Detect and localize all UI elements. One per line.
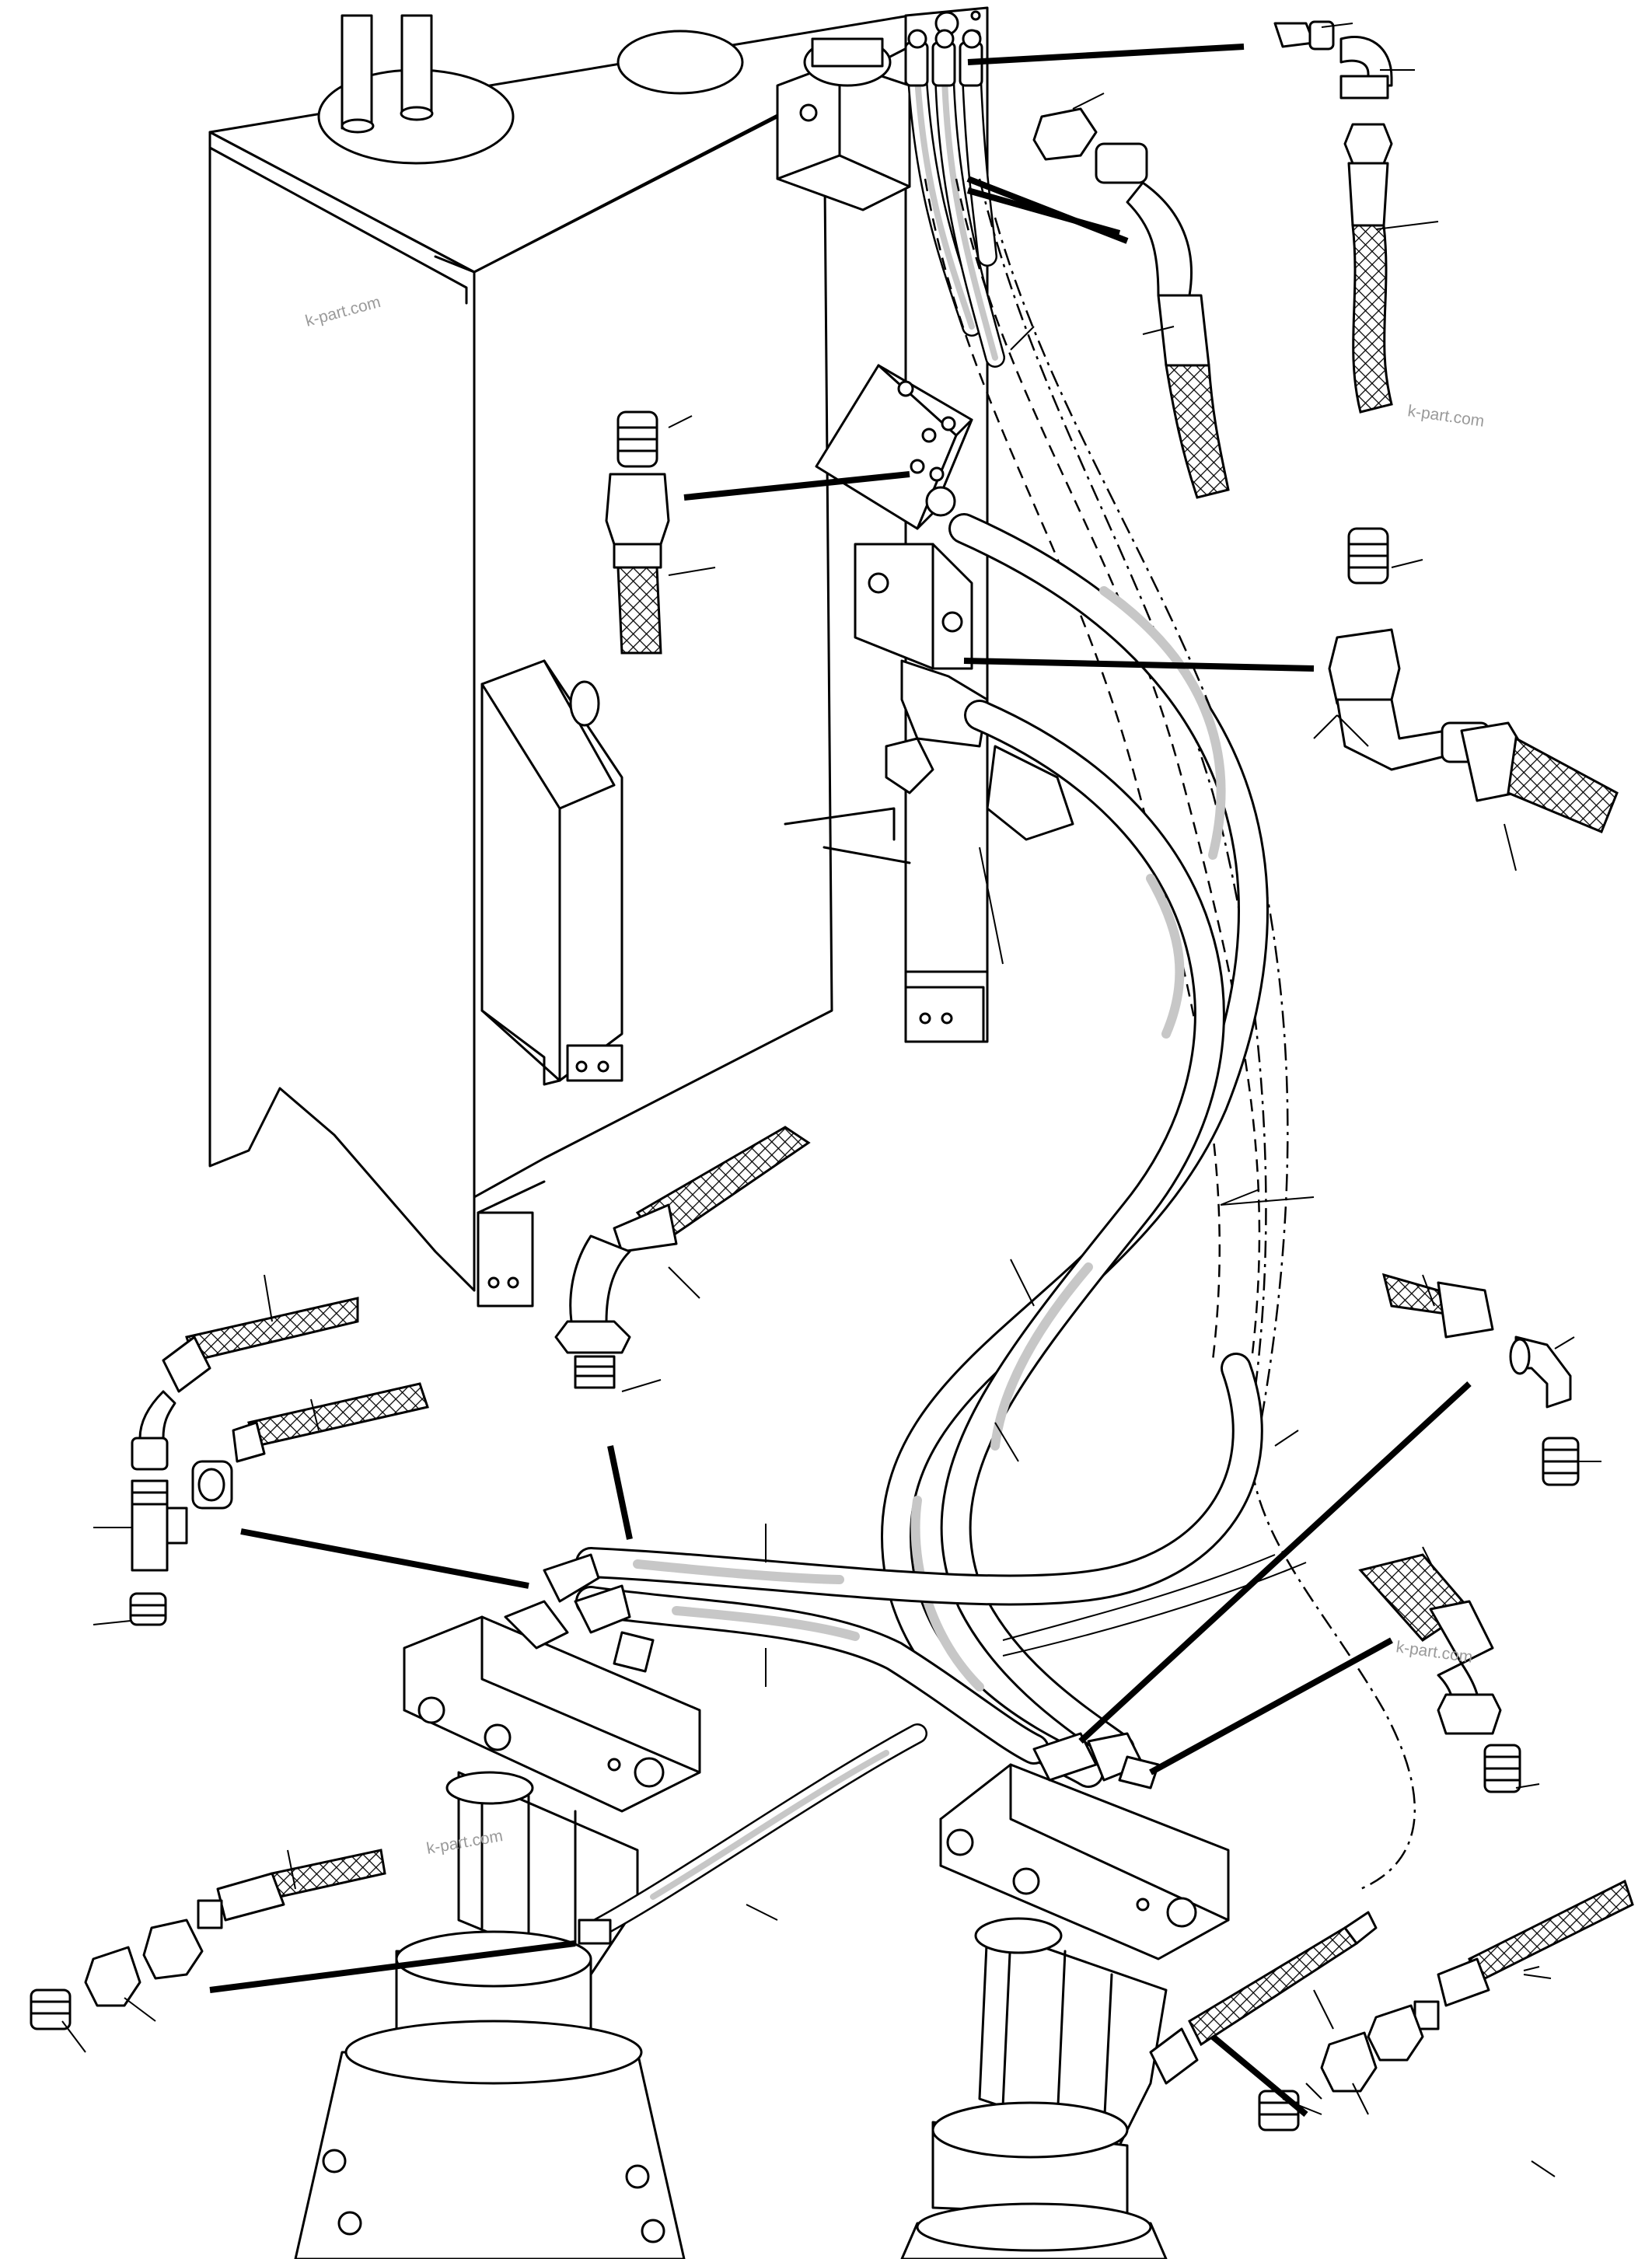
fitting-top-right [1273,20,1393,414]
upper-valve-block [815,364,973,530]
lower-valve-block [854,543,1074,841]
return-hose [575,1353,1263,1606]
fitting-right-mid [1328,527,1619,833]
pressure-switch-block [776,37,911,211]
fitting-top-center [1032,107,1230,499]
tank-cap [616,30,744,95]
fitting-bottom-right [1258,1879,1634,2132]
right-motor [900,1732,1378,2259]
tank-foot-right [477,1211,534,1308]
sight-gauge-box [480,659,623,1086]
fitting-right-lower [1358,1273,1580,1793]
pointer-lines [209,44,1472,2118]
filler-neck [317,14,515,165]
hydraulic-tank [208,14,911,1308]
fitting-left-mid [605,410,670,655]
main-hose-2 [940,700,1225,1765]
left-drain-hose [578,1723,927,1945]
leader-lines [61,23,1601,2177]
tank-outlet-hose [554,1126,811,1389]
fitting-left-lower [129,1297,429,1626]
cross-hose [575,1586,1050,1765]
fitting-bottom-left [30,1849,386,2030]
watermark-2: k-part.com [1406,402,1485,431]
